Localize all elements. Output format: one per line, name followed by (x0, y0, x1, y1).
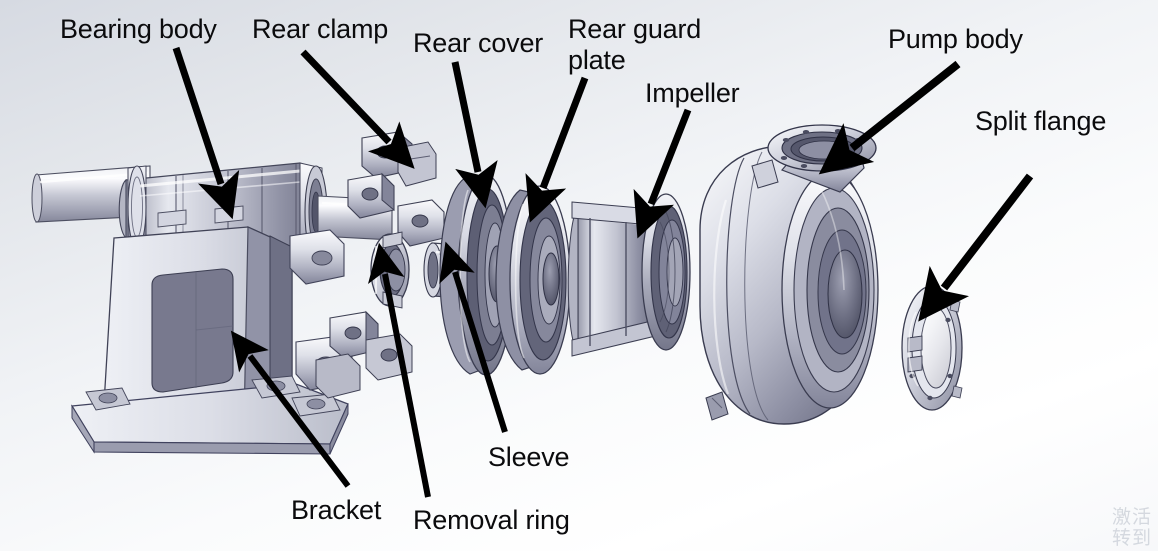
arrow-pump-body (818, 60, 961, 175)
arrow-rear-clamp (300, 49, 415, 169)
arrow-removal-ring (367, 242, 431, 498)
label-rear-clamp: Rear clamp (252, 14, 389, 44)
label-rear-guard-plate: Rear guard plate (568, 14, 702, 75)
watermark-line-2: 转到 (1111, 527, 1152, 549)
watermark-line-1: 激活 (1111, 506, 1152, 528)
arrow-impeller (633, 108, 692, 239)
part-split-flange (901, 285, 963, 411)
label-bearing-body: Bearing body (60, 14, 217, 44)
part-rear-guard-plate (495, 185, 571, 375)
label-removal-ring: Removal ring (413, 505, 570, 535)
arrow-sleeve (439, 241, 508, 433)
label-rear-cover: Rear cover (413, 28, 544, 58)
arrow-split-flange (918, 173, 1034, 322)
arrow-bearing-body (172, 46, 240, 220)
label-sleeve: Sleeve (488, 442, 570, 472)
label-split-flange: Split flange (975, 106, 1107, 136)
arrow-rear-guard-plate (525, 76, 589, 223)
label-bracket: Bracket (291, 495, 382, 525)
label-impeller: Impeller (645, 78, 740, 108)
leader-arrows (172, 46, 1034, 498)
part-bearing-assembly (31, 162, 393, 455)
arrow-rear-cover (451, 61, 498, 209)
label-pump-body: Pump body (888, 24, 1023, 54)
part-impeller (567, 193, 691, 357)
arrow-bracket (230, 330, 351, 488)
watermark: 激活 转到 (1112, 507, 1152, 549)
part-pump-body (699, 124, 879, 425)
